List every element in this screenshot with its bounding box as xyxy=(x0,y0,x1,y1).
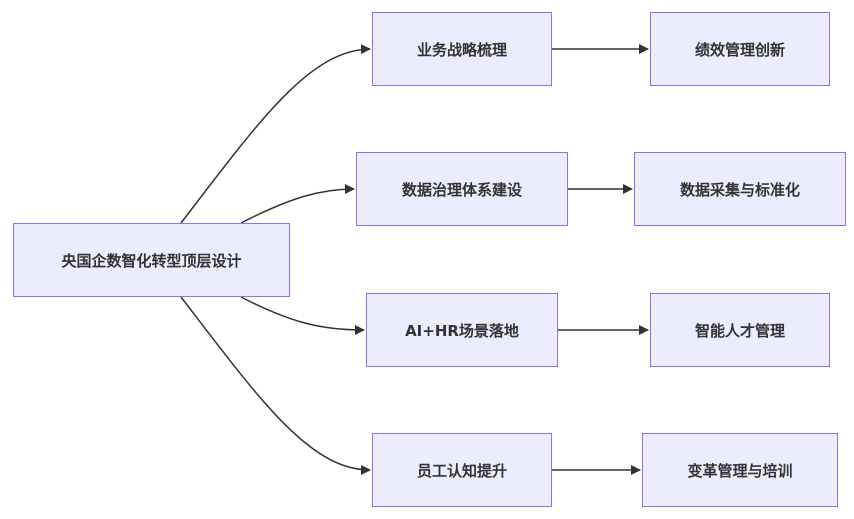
node-business-strategy: 业务战略梳理 xyxy=(372,12,552,86)
node-label: 央国企数智化转型顶层设计 xyxy=(61,251,242,270)
node-top-level-design: 央国企数智化转型顶层设计 xyxy=(13,223,290,297)
node-ai-hr-scenarios: AI+HR场景落地 xyxy=(366,293,558,367)
node-data-collection: 数据采集与标准化 xyxy=(634,152,846,226)
node-label: 绩效管理创新 xyxy=(694,40,785,59)
node-performance-innovation: 绩效管理创新 xyxy=(650,12,830,86)
node-label: 智能人才管理 xyxy=(694,321,785,340)
node-talent-management: 智能人才管理 xyxy=(650,293,830,367)
node-employee-awareness: 员工认知提升 xyxy=(372,433,552,507)
node-label: AI+HR场景落地 xyxy=(405,321,519,340)
node-label: 数据治理体系建设 xyxy=(401,180,522,199)
edge-root-to-ai-hr xyxy=(240,296,365,335)
edge-root-to-strategy xyxy=(180,44,371,224)
edge-root-to-awareness xyxy=(180,296,371,475)
node-label: 数据采集与标准化 xyxy=(679,180,800,199)
node-label: 变革管理与培训 xyxy=(687,461,793,480)
node-label: 业务战略梳理 xyxy=(416,40,507,59)
node-data-governance: 数据治理体系建设 xyxy=(356,152,568,226)
edge-root-to-data-governance xyxy=(240,184,355,224)
node-change-management: 变革管理与培训 xyxy=(642,433,838,507)
node-label: 员工认知提升 xyxy=(416,461,507,480)
